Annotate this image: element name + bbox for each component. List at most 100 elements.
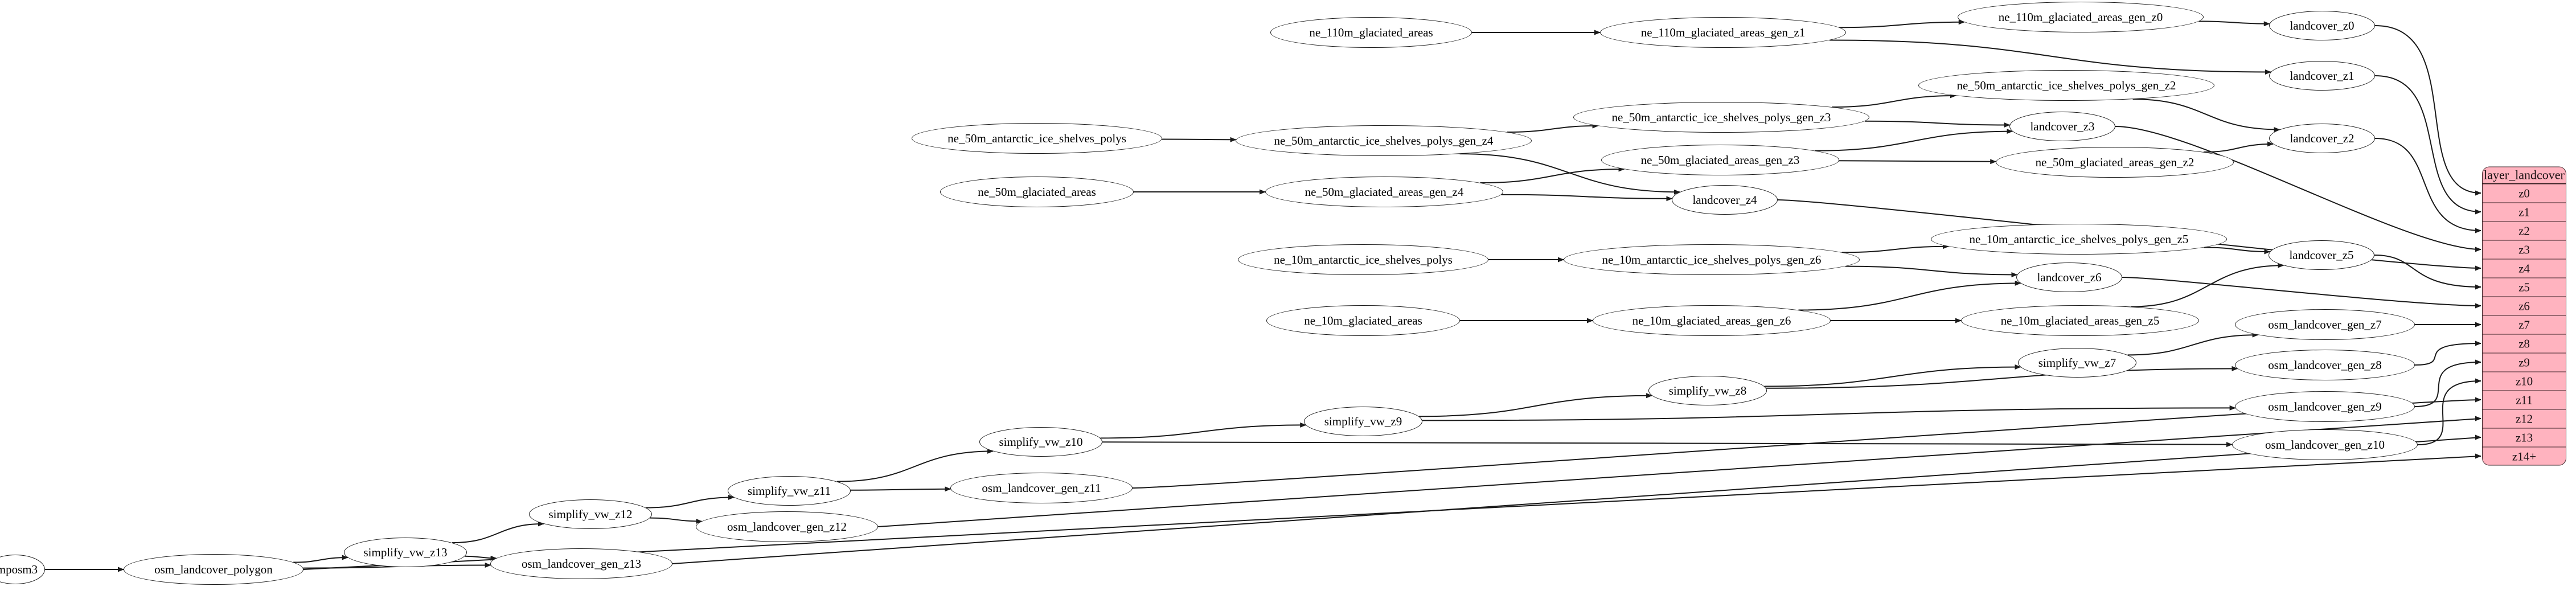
graph-node-ne_50m_antarctic_ice_shelves_polys_gen_z3[interactable]: ne_50m_antarctic_ice_shelves_polys_gen_z… (1573, 102, 1869, 133)
graph-node-ne_50m_antarctic_ice_shelves_polys_gen_z2[interactable]: ne_50m_antarctic_ice_shelves_polys_gen_z… (1918, 70, 2214, 101)
edge-simplify_vw_z9-to-osm_landcover_gen_z9 (1422, 405, 2236, 421)
edge-osm_landcover_gen_z12-to-table-z12 (877, 416, 2481, 527)
graph-node-label: ne_110m_glaciated_areas (1309, 25, 1433, 39)
edge-simplify_vw_z9-to-simplify_vw_z8 (1418, 393, 1653, 417)
graph-node-label: simplify_vw_z11 (747, 483, 831, 498)
edge-simplify_vw_z11-to-osm_landcover_gen_z11 (850, 486, 951, 492)
graph-node-label: ne_50m_antarctic_ice_shelves_polys_gen_z… (1274, 133, 1494, 147)
edge-simplify_vw_z8-to-osm_landcover_gen_z8 (1766, 366, 2238, 389)
layer-table-row-z1[interactable]: z1 (2483, 203, 2566, 222)
graph-node-label: landcover_z2 (2290, 131, 2355, 145)
edge-ne_110m_glaciated_areas_gen_z0-to-landcover_z0 (2198, 20, 2270, 27)
layer-table-row-z13[interactable]: z13 (2483, 428, 2566, 448)
graph-node-simplify_vw_z10[interactable]: simplify_vw_z10 (979, 427, 1102, 457)
graph-node-label: ne_10m_antarctic_ice_shelves_polys_gen_z… (1969, 232, 2189, 246)
layer-table-row-z5[interactable]: z5 (2483, 278, 2566, 297)
graph-node-landcover_z2[interactable]: landcover_z2 (2269, 124, 2375, 153)
graph-node-osm_landcover_gen_z11[interactable]: osm_landcover_gen_z11 (950, 473, 1133, 503)
edge-simplify_vw_z10-to-osm_landcover_gen_z10 (1102, 441, 2233, 448)
graph-node-label: ne_10m_glaciated_areas_gen_z6 (1632, 313, 1791, 327)
layer-table-row-z6[interactable]: z6 (2483, 297, 2566, 316)
layer-table-row-z11[interactable]: z11 (2483, 391, 2566, 410)
graph-node-label: ne_10m_antarctic_ice_shelves_polys_gen_z… (1602, 252, 1822, 266)
graph-node-ne_10m_glaciated_areas_gen_z6[interactable]: ne_10m_glaciated_areas_gen_z6 (1593, 305, 1831, 336)
layer-table-row-z0[interactable]: z0 (2483, 184, 2566, 203)
edge-ne_110m_glaciated_areas_gen_z1-to-landcover_z1 (1830, 39, 2271, 75)
graph-node-osm_landcover_gen_z10[interactable]: osm_landcover_gen_z10 (2232, 429, 2418, 460)
edge-simplify_vw_z13-to-simplify_vw_z12 (452, 521, 544, 544)
graph-node-ne_50m_glaciated_areas_gen_z4[interactable]: ne_50m_glaciated_areas_gen_z4 (1265, 177, 1503, 207)
graph-node-simplify_vw_z12[interactable]: simplify_vw_z12 (529, 499, 652, 529)
graph-node-label: ne_50m_antarctic_ice_shelves_polys_gen_z… (1611, 110, 1831, 124)
layer-table-row-z7[interactable]: z7 (2483, 315, 2566, 335)
graph-node-ne_50m_antarctic_ice_shelves_polys_gen_z4[interactable]: ne_50m_antarctic_ice_shelves_polys_gen_z… (1236, 125, 1532, 156)
edge-landcover_z2-to-table-z2 (2374, 138, 2481, 233)
graph-node-label: ne_10m_antarctic_ice_shelves_polys (1274, 252, 1453, 266)
graph-node-label: osm_landcover_polygon (154, 562, 273, 576)
graph-node-landcover_z6[interactable]: landcover_z6 (2016, 263, 2122, 292)
graph-node-osm_landcover_gen_z8[interactable]: osm_landcover_gen_z8 (2235, 350, 2415, 380)
table-edge-paths (303, 25, 2481, 570)
edge-osm_landcover_gen_z8-to-table-z8 (2414, 341, 2481, 366)
layer-table-row-z4[interactable]: z4 (2483, 259, 2566, 278)
layer-table-row-z10[interactable]: z10 (2483, 372, 2566, 391)
graph-node-label: landcover_z1 (2290, 68, 2355, 83)
edge-ne_50m_glaciated_areas_gen_z2-to-landcover_z2 (2203, 141, 2274, 153)
edge-simplify_vw_z12-to-osm_landcover_gen_z12 (650, 517, 703, 524)
graph-node-ne_50m_glaciated_areas_gen_z2[interactable]: ne_50m_glaciated_areas_gen_z2 (1996, 147, 2234, 178)
layer-table-row-z8[interactable]: z8 (2483, 334, 2566, 354)
graph-node-osm_landcover_gen_z12[interactable]: osm_landcover_gen_z12 (696, 511, 878, 542)
graph-node-osm_landcover_gen_z13[interactable]: osm_landcover_gen_z13 (490, 548, 672, 579)
edge-ne_10m_antarctic_ice_shelves_polys_gen_z6-to-landcover_z6 (1845, 265, 2018, 277)
graph-node-landcover_z3[interactable]: landcover_z3 (2009, 112, 2115, 141)
edge-ne_50m_antarctic_ice_shelves_polys_gen_z3-to-landcover_z3 (1864, 120, 2011, 128)
edge-ne_10m_glaciated_areas_gen_z6-to-landcover_z6 (1798, 280, 2021, 311)
graph-node-ne_110m_glaciated_areas[interactable]: ne_110m_glaciated_areas (1270, 17, 1472, 48)
layer-table-row-z2[interactable]: z2 (2483, 222, 2566, 241)
graph-node-simplify_vw_z7[interactable]: simplify_vw_z7 (2018, 348, 2136, 378)
edge-simplify_vw_z8-to-simplify_vw_z7 (1764, 364, 2021, 387)
graph-node-osm_landcover_gen_z9[interactable]: osm_landcover_gen_z9 (2235, 391, 2415, 422)
graph-node-ne_110m_glaciated_areas_gen_z1[interactable]: ne_110m_glaciated_areas_gen_z1 (1600, 17, 1846, 48)
graph-node-label: ne_10m_glaciated_areas (1304, 313, 1422, 327)
graph-node-ne_10m_antarctic_ice_shelves_polys_gen_z5[interactable]: ne_10m_antarctic_ice_shelves_polys_gen_z… (1931, 224, 2227, 255)
edge-ne_10m_antarctic_ice_shelves_polys_gen_z6-to-ne_10m_antarctic_ice_shelves_polys_gen_z5 (1842, 244, 1949, 253)
layer-table-row-z12[interactable]: z12 (2483, 409, 2566, 429)
edge-landcover_z1-to-table-z1 (2374, 75, 2481, 215)
graph-node-imposm3[interactable]: imposm3 (0, 555, 45, 584)
graph-node-label: imposm3 (0, 562, 38, 576)
graph-node-ne_10m_glaciated_areas_gen_z5[interactable]: ne_10m_glaciated_areas_gen_z5 (1961, 305, 2199, 336)
graph-node-landcover_z0[interactable]: landcover_z0 (2269, 11, 2375, 40)
layer-table-row-z9[interactable]: z9 (2483, 353, 2566, 372)
graph-node-simplify_vw_z8[interactable]: simplify_vw_z8 (1648, 376, 1767, 405)
graph-node-label: ne_10m_glaciated_areas_gen_z5 (2000, 313, 2160, 327)
edge-ne_50m_glaciated_areas_gen_z4-to-landcover_z4 (1501, 194, 1673, 202)
graph-node-simplify_vw_z11[interactable]: simplify_vw_z11 (728, 476, 851, 506)
layer-table-header: layer_landcover (2483, 167, 2566, 184)
graph-node-label: landcover_z3 (2030, 119, 2095, 133)
graph-node-ne_110m_glaciated_areas_gen_z0[interactable]: ne_110m_glaciated_areas_gen_z0 (1958, 2, 2204, 32)
graph-node-ne_50m_glaciated_areas[interactable]: ne_50m_glaciated_areas (940, 177, 1134, 207)
graph-node-landcover_z1[interactable]: landcover_z1 (2269, 61, 2375, 91)
graph-node-ne_50m_antarctic_ice_shelves_polys[interactable]: ne_50m_antarctic_ice_shelves_polys (912, 123, 1162, 154)
graph-node-ne_10m_antarctic_ice_shelves_polys_gen_z6[interactable]: ne_10m_antarctic_ice_shelves_polys_gen_z… (1564, 244, 1860, 275)
graph-node-osm_landcover_polygon[interactable]: osm_landcover_polygon (124, 554, 303, 585)
graph-node-label: osm_landcover_gen_z13 (522, 556, 641, 571)
graph-node-simplify_vw_z13[interactable]: simplify_vw_z13 (344, 538, 467, 567)
layer-table-row-z14+[interactable]: z14+ (2483, 447, 2566, 465)
edge-landcover_z0-to-table-z0 (2374, 25, 2481, 196)
graph-node-landcover_z4[interactable]: landcover_z4 (1672, 185, 1778, 215)
layer-table-row-z3[interactable]: z3 (2483, 240, 2566, 260)
graph-node-label: ne_50m_glaciated_areas_gen_z4 (1305, 184, 1464, 199)
graph-node-ne_50m_glaciated_areas_gen_z3[interactable]: ne_50m_glaciated_areas_gen_z3 (1601, 145, 1839, 175)
edge-ne_110m_glaciated_areas_gen_z1-to-ne_110m_glaciated_areas_gen_z0 (1839, 19, 1965, 28)
graph-node-simplify_vw_z9[interactable]: simplify_vw_z9 (1304, 407, 1422, 436)
graph-node-ne_10m_antarctic_ice_shelves_polys[interactable]: ne_10m_antarctic_ice_shelves_polys (1238, 244, 1488, 275)
graph-node-ne_10m_glaciated_areas[interactable]: ne_10m_glaciated_areas (1266, 305, 1460, 336)
graph-node-label: osm_landcover_gen_z9 (2268, 399, 2382, 413)
graph-node-label: simplify_vw_z10 (999, 434, 1083, 449)
graph-node-label: ne_50m_glaciated_areas (978, 184, 1096, 199)
graph-node-landcover_z5[interactable]: landcover_z5 (2269, 240, 2374, 270)
graph-node-osm_landcover_gen_z7[interactable]: osm_landcover_gen_z7 (2235, 309, 2415, 340)
